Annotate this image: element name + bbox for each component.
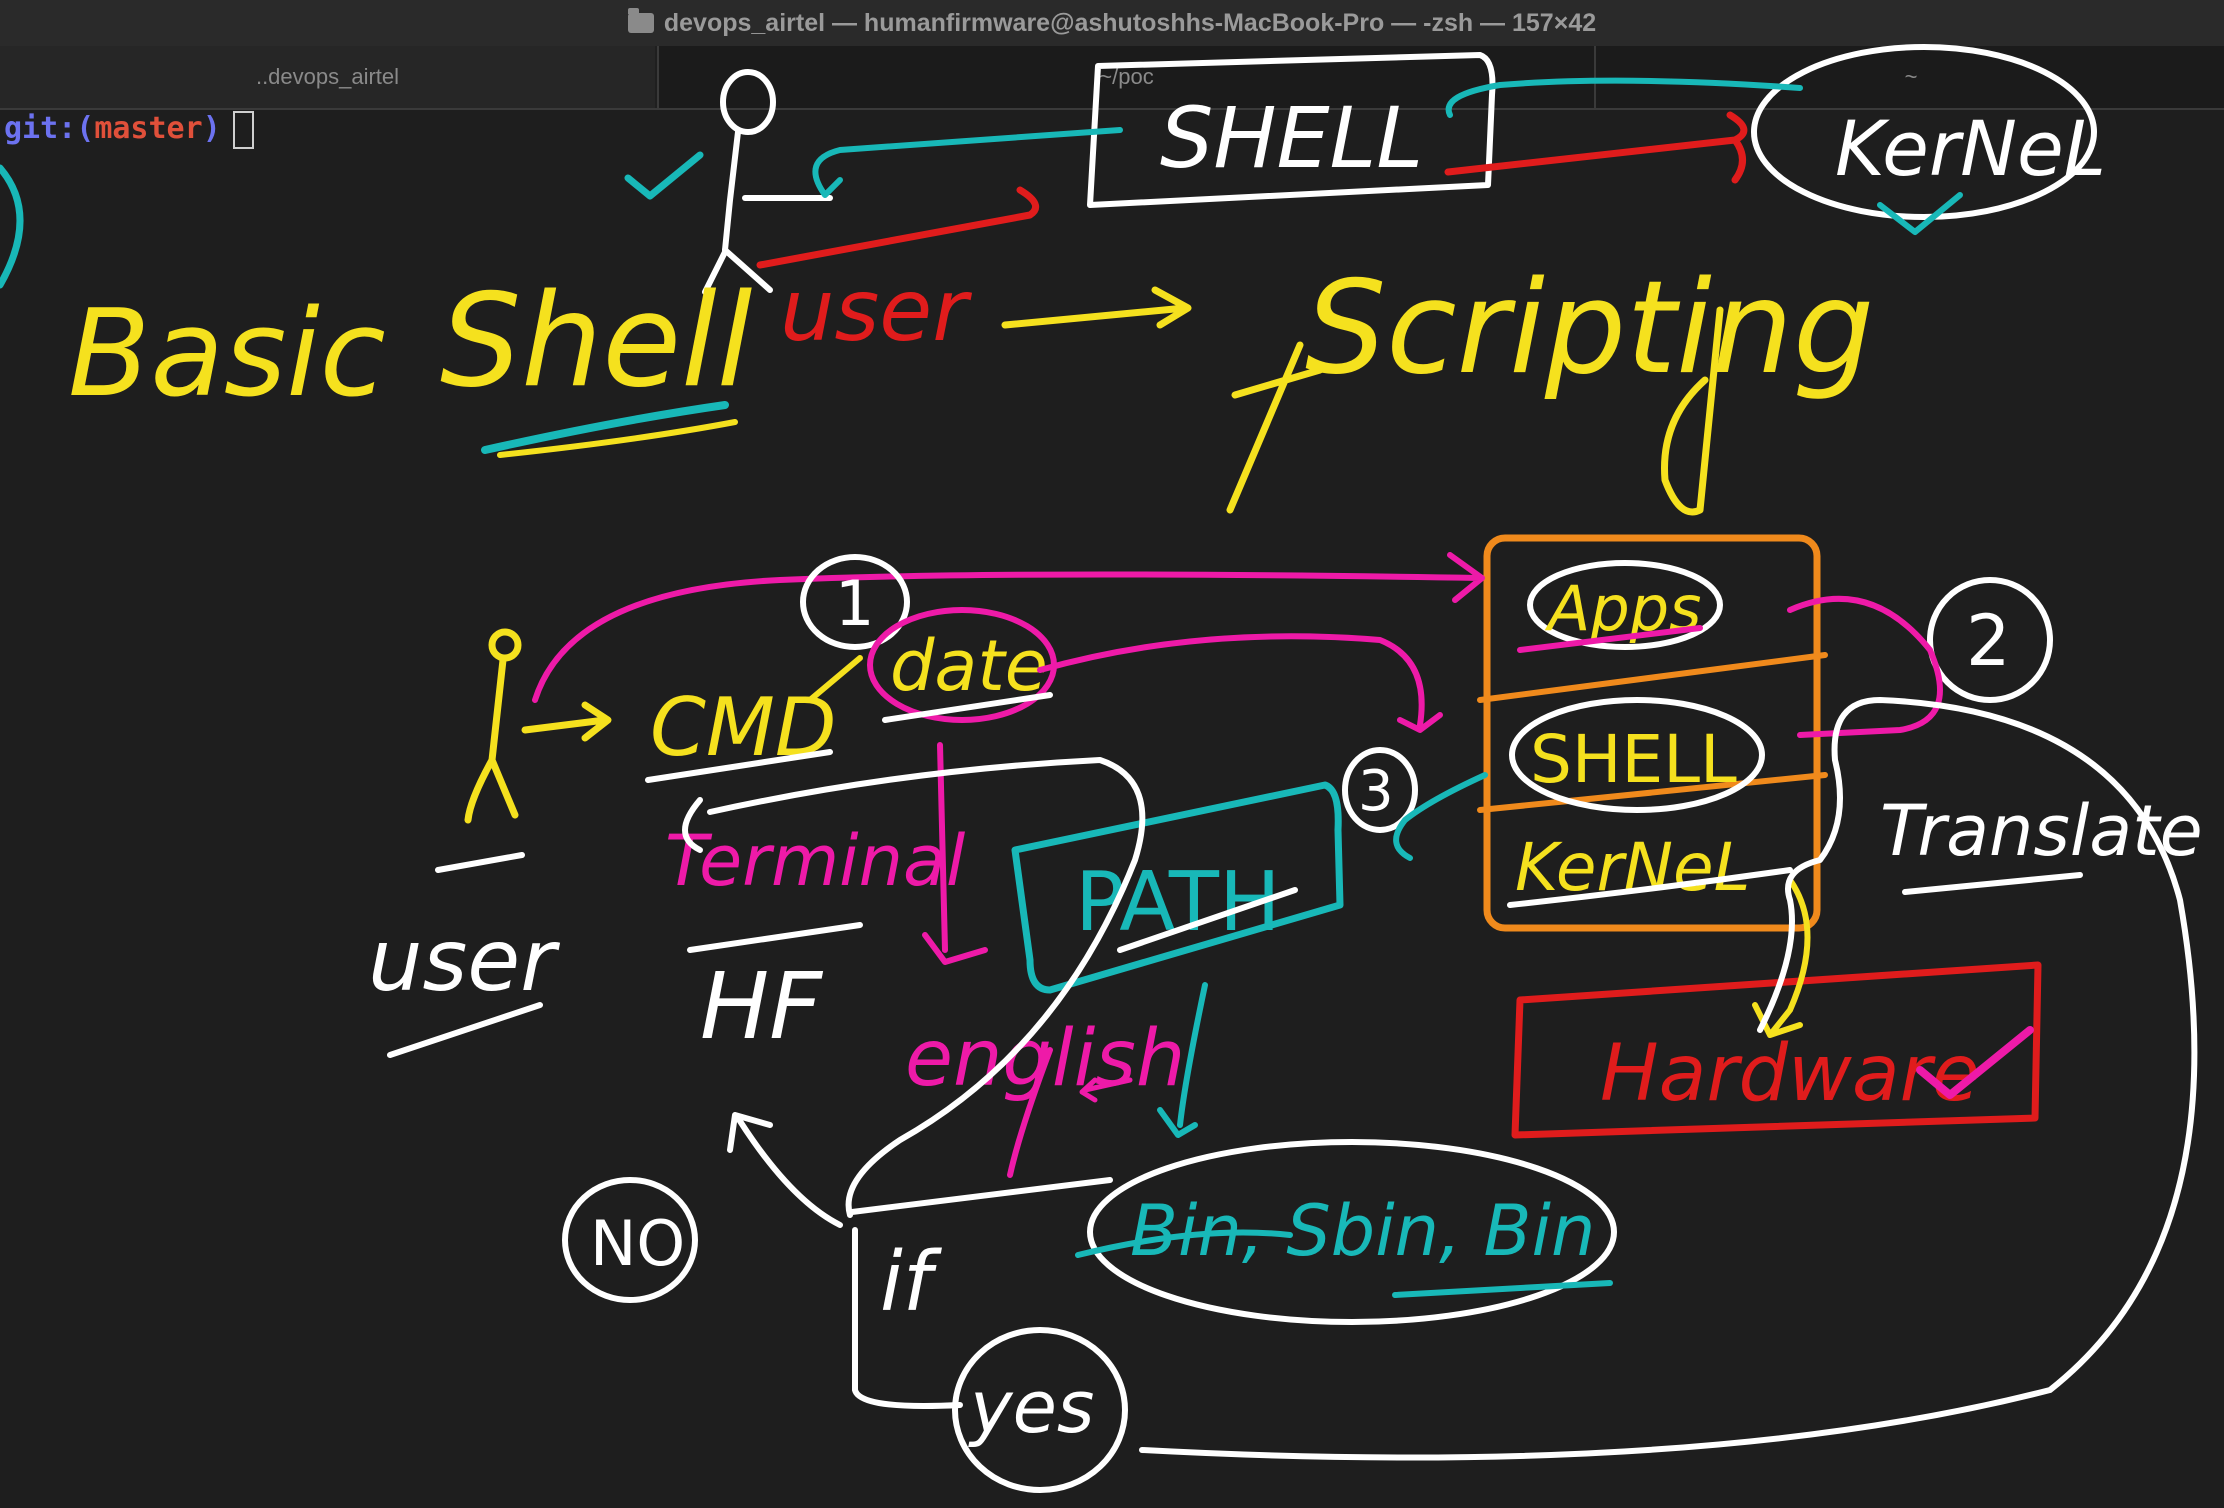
stack-divider-2 bbox=[1477, 772, 1828, 813]
stack-apps-label: Apps bbox=[1544, 572, 1701, 645]
scripting-g-tail bbox=[1661, 306, 1724, 516]
terminal-underline bbox=[687, 922, 863, 953]
top-shell-box bbox=[1087, 52, 1496, 208]
yes-label: yes bbox=[968, 1365, 1094, 1449]
if-top-line bbox=[849, 1177, 1113, 1215]
heading-shell-underline2 bbox=[497, 419, 738, 458]
scripting-x-mark bbox=[1226, 341, 1324, 514]
cyan-arrow-shell-to-user bbox=[812, 127, 1123, 198]
step3-label: 3 bbox=[1358, 759, 1394, 824]
tab-devops-airtel[interactable]: ..devops_airtel bbox=[0, 46, 655, 108]
heading-basic: Basic bbox=[68, 285, 386, 424]
user-stick-figure-left bbox=[464, 628, 612, 824]
date-underline bbox=[882, 692, 1053, 723]
prompt-paren-open: ( bbox=[76, 111, 95, 146]
top-shell-label: SHELL bbox=[1160, 89, 1423, 187]
if-to-hf-arrow bbox=[727, 1112, 843, 1228]
hardware-box bbox=[1511, 961, 2042, 1139]
path-underline bbox=[1117, 887, 1298, 953]
path-down-arrow bbox=[1157, 982, 1208, 1138]
english-tail bbox=[1007, 1047, 1053, 1178]
step2-magenta-link bbox=[1787, 595, 1943, 738]
red-arrow-shell-to-kernel bbox=[1444, 111, 1748, 184]
no-label: NO bbox=[590, 1207, 685, 1280]
if-label: if bbox=[880, 1235, 943, 1330]
hardware-checkmark bbox=[1916, 1026, 2034, 1099]
user-label-underline bbox=[387, 1002, 543, 1058]
step3-cyan-link bbox=[1393, 772, 1488, 861]
date-down-arrow bbox=[922, 742, 988, 965]
magenta-arc-to-apps bbox=[532, 552, 1485, 703]
user-label: user bbox=[368, 911, 560, 1011]
folder-icon bbox=[627, 8, 654, 33]
user-stick-figure-top bbox=[702, 69, 833, 295]
terminal-prompt[interactable]: git:(master) bbox=[4, 108, 254, 150]
cmd-to-date-line bbox=[807, 655, 863, 703]
yes-circle bbox=[952, 1327, 1128, 1493]
yellow-arrow-right bbox=[1001, 286, 1192, 329]
top-kernel-oval bbox=[1751, 44, 2097, 220]
stack-kernel-label: KerNeL bbox=[1515, 829, 1750, 906]
apps-magenta-underline bbox=[1517, 625, 1703, 653]
cyan-arrow-kernel-to-shell bbox=[1445, 77, 1803, 118]
no-circle bbox=[562, 1177, 698, 1303]
terminal-white-bracket bbox=[682, 797, 703, 853]
step3-circle bbox=[1342, 747, 1418, 833]
bin-label: Bin, Sbin, Bin bbox=[1130, 1190, 1595, 1272]
heading-scripting: Scripting bbox=[1305, 254, 1874, 403]
bin-cyan-strike bbox=[1075, 1229, 1293, 1258]
cmd-label: CMD bbox=[650, 681, 836, 774]
apps-oval bbox=[1527, 560, 1723, 650]
cmd-underline bbox=[645, 749, 833, 783]
terminal-cursor[interactable] bbox=[232, 110, 254, 149]
kernel-to-hardware-arrow bbox=[1752, 877, 1811, 1038]
kernel-white-underline bbox=[1507, 867, 1793, 908]
hf-label: HF bbox=[700, 953, 823, 1060]
prompt-branch: master bbox=[94, 111, 203, 146]
window-title-bar: devops_airtel — humanfirmware@ashutoshhs… bbox=[0, 0, 2224, 46]
hardware-label: Hardware bbox=[1600, 1029, 1980, 1119]
red-arrow-user-to-shell bbox=[756, 186, 1040, 269]
step2-label: 2 bbox=[1966, 600, 2011, 682]
prompt-git: git: bbox=[4, 111, 77, 146]
translate-underline bbox=[1902, 872, 2083, 895]
english-small-arrow bbox=[1079, 1077, 1133, 1103]
heading-shell-underline bbox=[481, 401, 729, 454]
date-label: date bbox=[890, 625, 1048, 707]
kernel-cyan-check bbox=[1877, 192, 1963, 235]
step1-circle bbox=[800, 554, 910, 650]
white-loop-terminal bbox=[707, 757, 1146, 1218]
bin-oval bbox=[1087, 1139, 1617, 1325]
user-underline bbox=[435, 852, 525, 873]
loop-line-right bbox=[1139, 697, 2198, 1461]
step1-label: 1 bbox=[835, 567, 874, 640]
tab-home[interactable]: ~ bbox=[1594, 46, 2224, 108]
red-user-label: user bbox=[780, 261, 972, 361]
date-to-shell-arrow bbox=[1037, 633, 1443, 733]
bin-underline bbox=[1392, 1280, 1613, 1298]
if-branch-line bbox=[852, 1227, 963, 1409]
path-box bbox=[1011, 781, 1344, 994]
window-title: devops_airtel — humanfirmware@ashutoshhs… bbox=[663, 8, 1597, 37]
heading-shell: Shell bbox=[440, 267, 752, 416]
step2-circle bbox=[1927, 577, 2053, 703]
prompt-paren-close: ) bbox=[202, 111, 221, 146]
stack-divider-1 bbox=[1477, 652, 1828, 703]
cyan-partial-circle bbox=[0, 164, 24, 289]
stack-shell-oval bbox=[1509, 697, 1765, 813]
stack-shell-label: SHELL bbox=[1530, 721, 1737, 798]
path-label: PATH bbox=[1075, 855, 1281, 950]
top-kernel-label: KerNeL bbox=[1835, 104, 2106, 193]
cyan-checkmark bbox=[624, 151, 704, 200]
terminal-label: Terminal bbox=[665, 820, 966, 902]
